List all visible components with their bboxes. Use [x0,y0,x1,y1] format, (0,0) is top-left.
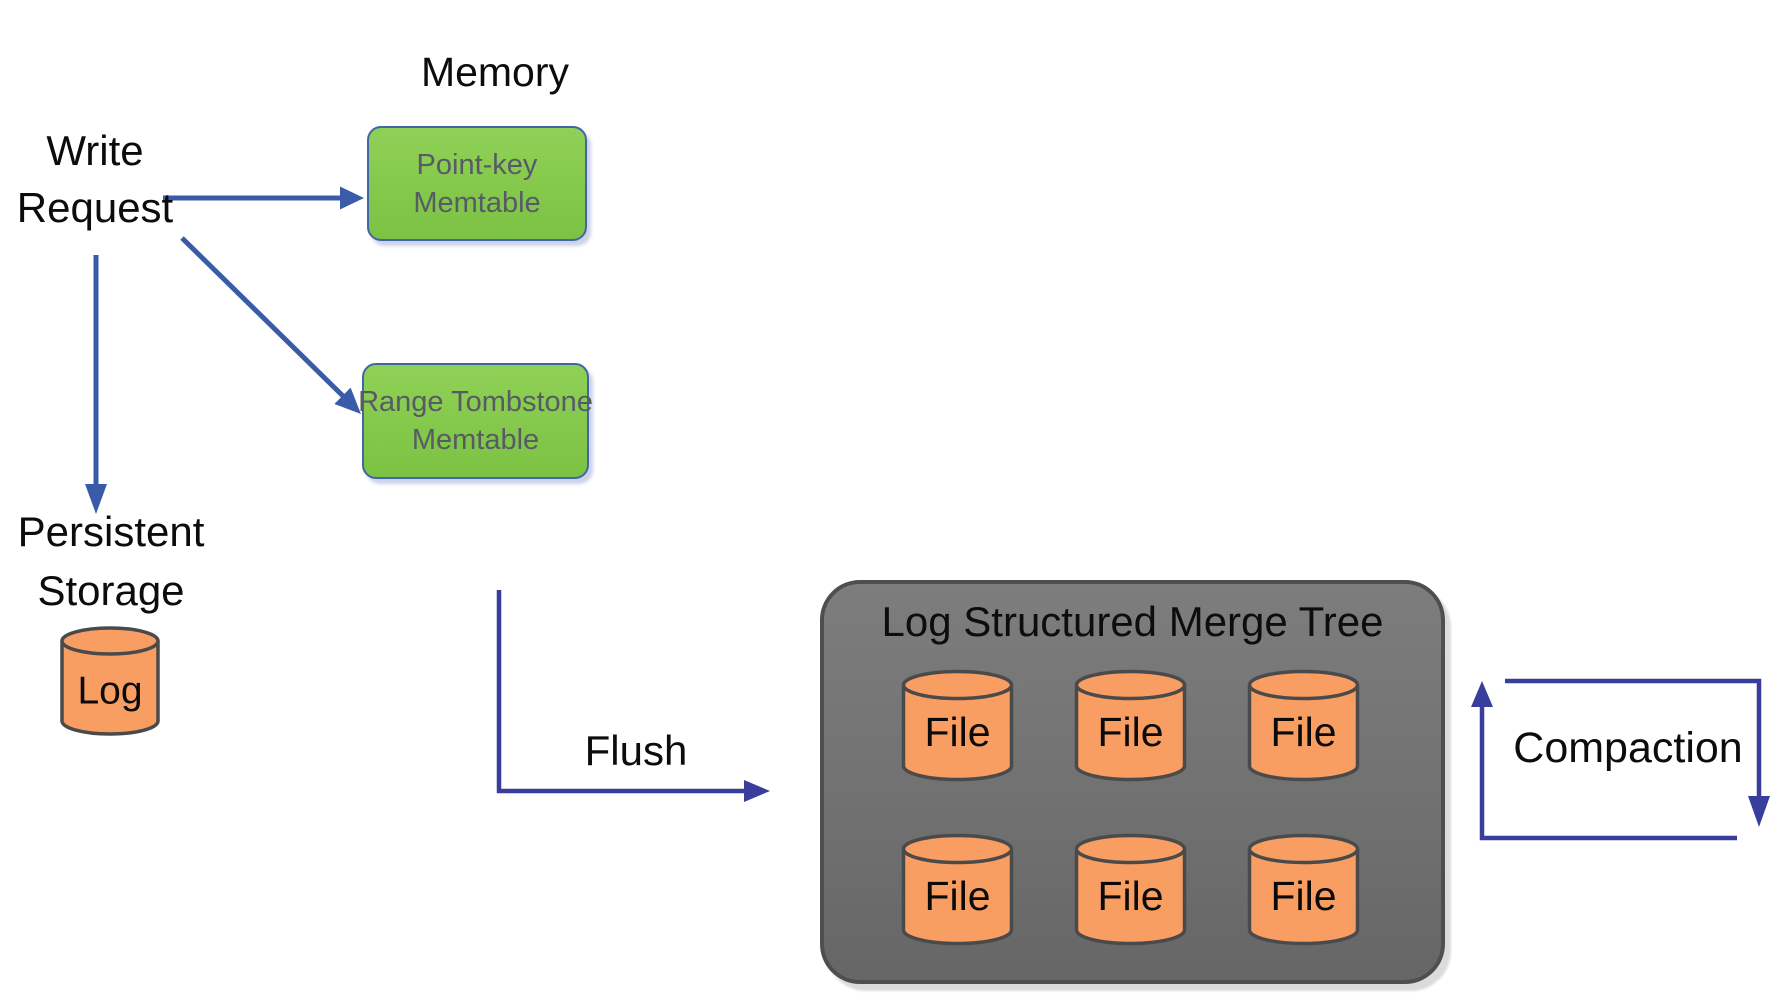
file-label: File [1097,709,1163,755]
range-tombstone-memtable-box: Range Tombstone Memtable [358,363,593,479]
file-cylinder-icon: File [1247,832,1360,946]
range-tombstone-memtable-line2: Memtable [411,424,540,456]
point-key-memtable-line2: Memtable [413,186,541,219]
compaction-label: Compaction [1513,724,1743,772]
file-cylinder-icon: File [1247,668,1360,782]
write-request-line1: Write [46,127,144,174]
lsm-tree-title: Log Structured Merge Tree [881,598,1384,645]
point-key-memtable-box: Point-key Memtable [367,126,587,241]
lsm-tree-box: Log Structured Merge Tree File File File [820,580,1445,984]
persistent-storage-line1: Persistent [17,508,205,555]
log-label: Log [77,670,142,713]
memory-section-label: Memory [420,49,570,95]
persistent-storage-label: Persistent Storage [5,502,217,620]
file-label: File [1270,873,1336,919]
flush-label: Flush [584,727,688,774]
point-key-memtable-line1: Point-key [416,148,538,181]
write-to-pointkey-arrow [163,186,364,210]
file-cylinder-icon: File [1074,668,1187,782]
file-cylinder-icon: File [1074,832,1187,946]
log-cylinder-icon: Log [60,625,160,737]
file-cylinder-icon: File [901,832,1014,946]
file-label: File [924,709,990,755]
write-request-line2: Request [16,184,174,231]
write-to-range-tombstone-arrow [180,236,361,414]
file-label: File [924,873,990,919]
write-request-label: Write Request [0,122,190,236]
write-to-persistent-storage-arrow [85,255,107,514]
range-tombstone-memtable-line1: Range Tombstone [358,386,593,418]
file-label: File [1097,873,1163,919]
file-cylinder-icon: File [901,668,1014,782]
file-label: File [1270,709,1336,755]
persistent-storage-line2: Storage [37,567,185,614]
